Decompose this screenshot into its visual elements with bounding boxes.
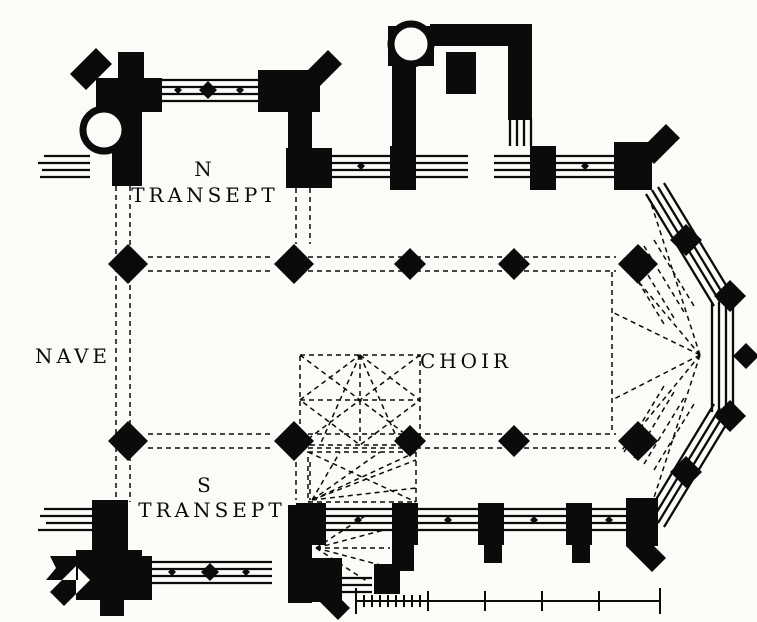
- choir-north-wall-windows: [332, 154, 614, 179]
- vestry-east-window: [508, 118, 533, 146]
- choir-vault-rib-pattern: [298, 354, 422, 446]
- room-labels: N TRANSEPT NAVE CHOIR S TRANSEPT: [35, 157, 512, 522]
- crossing-east-dashed-line: [295, 188, 311, 500]
- northeast-corner-buttress: [614, 124, 680, 190]
- apse-vault-hatching: [623, 239, 695, 471]
- north-transept-label-line2: TRANSEPT: [131, 183, 278, 207]
- nave-north-wall-broken-band: [38, 154, 90, 179]
- northwest-stair-turret: [79, 105, 129, 155]
- north-transept-northeast-buttress-cluster: [258, 50, 342, 188]
- north-transept-label-line1: N: [194, 157, 216, 181]
- choir-south-wall-piers-and-buttresses: [296, 498, 666, 572]
- south-transept-walls-and-buttress-clusters: [46, 500, 400, 620]
- north-arcade-dashed-line: [148, 256, 616, 272]
- vestry-stair-turret: [387, 20, 435, 68]
- choir-north-wall-piers: [390, 146, 556, 190]
- solid-masonry: [46, 24, 680, 620]
- wall-window-bands: [38, 78, 735, 594]
- south-transept-label-line1: S: [197, 473, 215, 497]
- south-arcade-dashed-line: [148, 433, 616, 449]
- south-transept-label-line2: TRANSEPT: [138, 498, 285, 522]
- choir-label: CHOIR: [420, 349, 512, 373]
- dashed-lines: [115, 186, 701, 583]
- scale-bar: [355, 588, 661, 614]
- south-aisle-vault-rib-pattern: [307, 451, 417, 503]
- apse-radiating-ribs: [611, 199, 701, 511]
- nave-south-wall-broken-band: [38, 507, 92, 532]
- nave-label: NAVE: [35, 344, 111, 368]
